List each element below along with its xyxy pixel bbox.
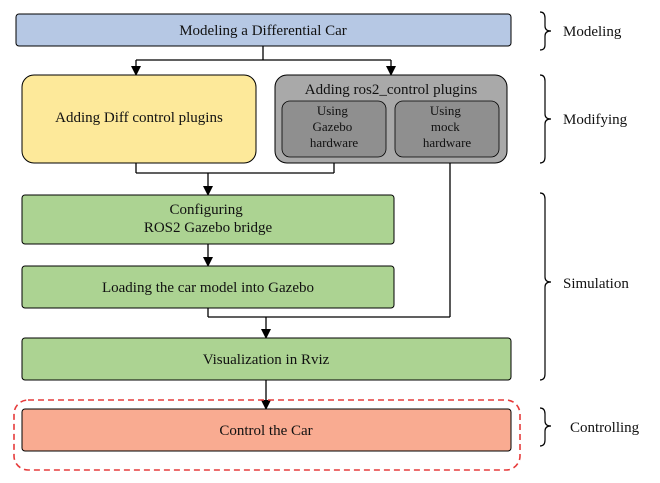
phase-modeling-label: Modeling — [563, 24, 622, 40]
diff-plugins-label: Adding Diff control plugins — [55, 110, 223, 126]
brace-modifying — [539, 74, 552, 164]
control-car-box — [21, 408, 512, 452]
loading-model-label: Loading the car model into Gazebo — [102, 280, 314, 296]
ros2-bridge-label: Configuring ROS2 Gazebo bridge — [144, 202, 273, 236]
phase-controlling-label: Controlling — [570, 420, 640, 436]
gazebo-hardware-box — [281, 100, 387, 158]
mock-hardware-label: Using mock hardware — [423, 103, 472, 150]
ros2-bridge-box — [21, 194, 395, 245]
diff-plugins-box — [21, 74, 257, 164]
brace-modeling — [539, 11, 552, 51]
rviz-label: Visualization in Rviz — [203, 352, 330, 368]
brace-simulation — [539, 192, 552, 381]
phase-modifying-label: Modifying — [563, 112, 628, 128]
phase-braces — [539, 11, 552, 447]
modeling-car-label: Modeling a Differential Car — [179, 23, 347, 39]
ros2-plugins-label: Adding ros2_control plugins — [305, 82, 478, 98]
brace-controlling — [539, 407, 552, 447]
gazebo-hardware-label: Using Gazebo hardware — [310, 103, 359, 150]
control-dashed-frame — [13, 399, 521, 471]
rviz-box — [21, 337, 512, 381]
loading-model-box — [21, 265, 395, 309]
modeling-car-box — [15, 13, 512, 47]
control-car-label: Control the Car — [219, 423, 312, 439]
mock-hardware-box — [394, 100, 500, 158]
phase-simulation-label: Simulation — [563, 276, 629, 292]
